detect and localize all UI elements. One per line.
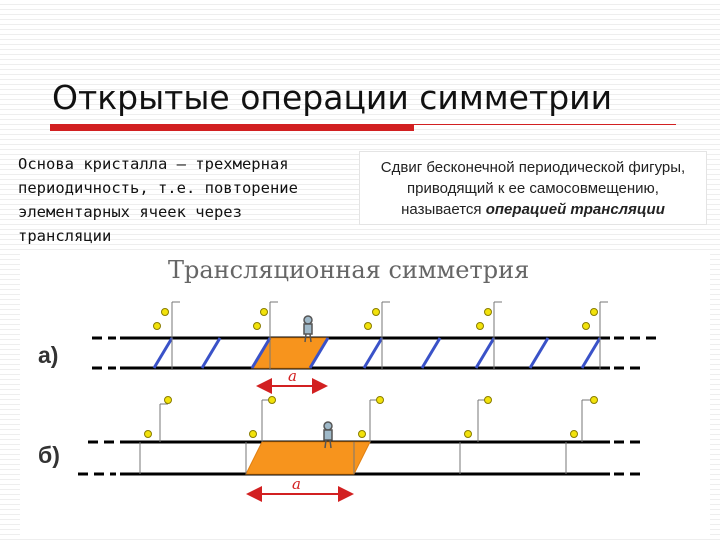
panel-a-lattice-posts	[154, 302, 609, 370]
title-underline-thin	[414, 124, 676, 125]
panel-a-stripes	[154, 338, 600, 368]
body-line-3: элементарных ячеек через	[18, 200, 338, 224]
body-text: Основа кристалла – трехмерная периодично…	[18, 152, 338, 248]
panel-b-unit-cell	[246, 442, 370, 474]
callout-line-3-prefix: называется	[401, 201, 486, 218]
callout-line-1: Сдвиг бесконечной периодической фигуры,	[360, 157, 706, 178]
panel-a-unit-cell	[252, 338, 328, 368]
body-line-4: трансляции	[18, 224, 338, 248]
callout-emphasis: операцией трансляции	[486, 201, 665, 218]
panel-a-period-label: a	[288, 367, 297, 385]
translation-definition-callout: Сдвиг бесконечной периодической фигуры, …	[360, 152, 706, 224]
figure-drawing: a	[20, 250, 710, 535]
callout-line-3: называется операцией трансляции	[360, 199, 706, 220]
translational-symmetry-figure: Трансляционная симметрия а) б)	[20, 250, 710, 535]
title-underline-red	[50, 124, 414, 131]
callout-line-2: приводящий к ее самосовмещению,	[360, 178, 706, 199]
slide-title: Открытые операции симметрии	[52, 78, 612, 117]
body-line-2: периодичность, т.е. повторение	[18, 176, 338, 200]
panel-b-lattice-posts	[140, 397, 598, 475]
body-line-1: Основа кристалла – трехмерная	[18, 152, 338, 176]
panel-a-rails	[92, 338, 660, 368]
panel-b-period-label: a	[292, 475, 301, 493]
